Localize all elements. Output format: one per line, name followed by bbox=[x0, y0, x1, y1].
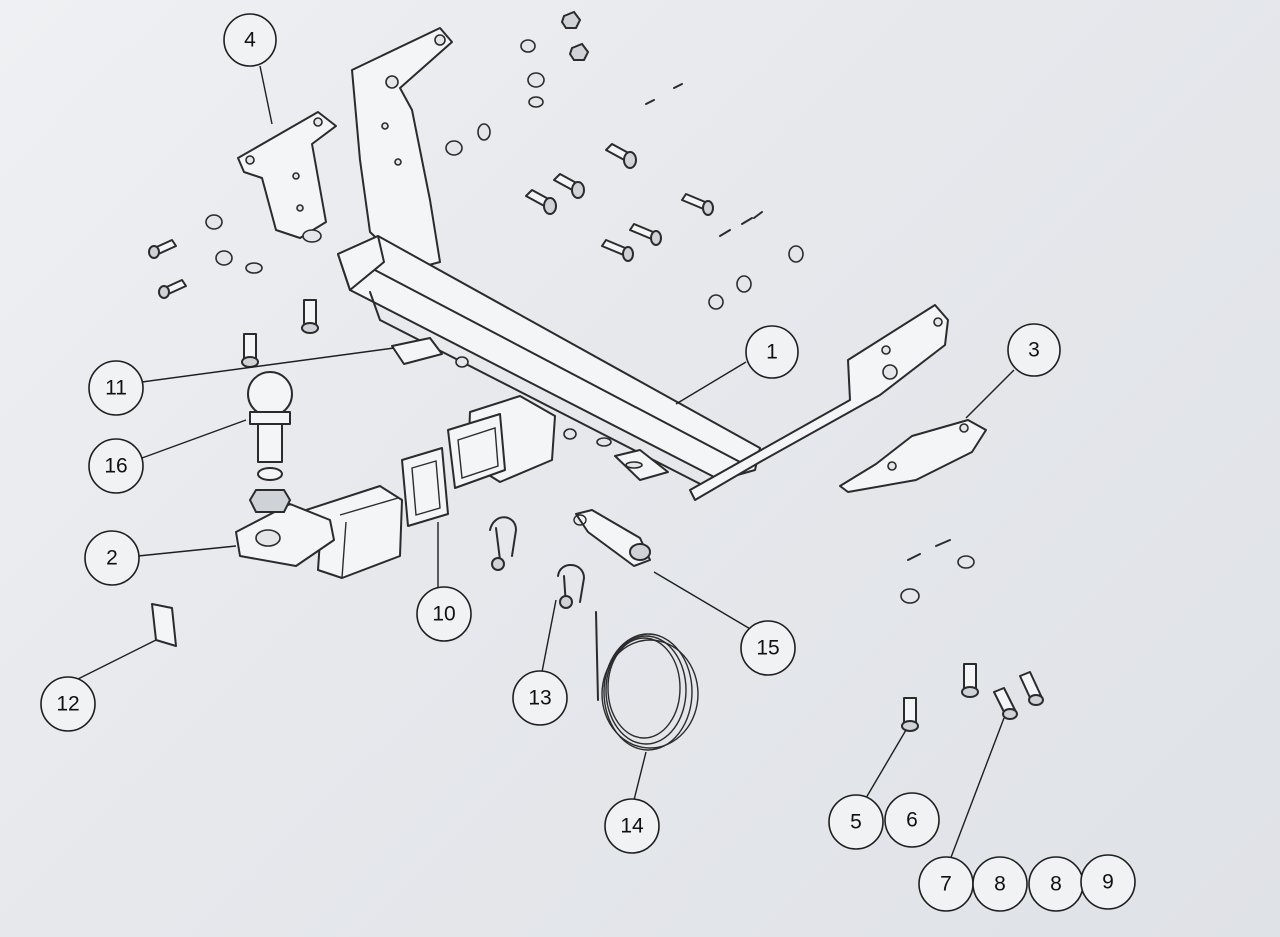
shackles bbox=[489, 516, 586, 609]
receiver-opening bbox=[457, 427, 499, 479]
callout-label: 11 bbox=[105, 377, 127, 400]
callout-label: 6 bbox=[906, 809, 918, 832]
callout-11: 11 bbox=[88, 360, 144, 416]
callout-12: 12 bbox=[40, 676, 96, 732]
tube-bottom-edge bbox=[369, 291, 713, 491]
bracket-hole bbox=[394, 158, 402, 166]
right-flat-bracket bbox=[839, 419, 987, 493]
callout-10: 10 bbox=[416, 586, 472, 642]
callout-13: 13 bbox=[512, 670, 568, 726]
coiled-cable bbox=[595, 611, 699, 751]
chain-slot bbox=[625, 461, 643, 469]
callout-1: 1 bbox=[745, 325, 799, 379]
callout-label: 2 bbox=[106, 547, 118, 570]
callout-label: 16 bbox=[104, 455, 127, 478]
callout-label: 10 bbox=[432, 603, 455, 626]
callout-15: 15 bbox=[740, 620, 796, 676]
bolt bbox=[1019, 671, 1044, 706]
callout-9: 9 bbox=[1080, 854, 1136, 910]
bracket-hole bbox=[434, 34, 446, 46]
callout-label: 5 bbox=[850, 811, 862, 834]
bolt bbox=[158, 279, 187, 299]
receiver-mouth bbox=[447, 413, 506, 489]
bolt bbox=[901, 697, 919, 732]
callout-4: 4 bbox=[223, 13, 277, 67]
callout-label: 13 bbox=[528, 687, 551, 710]
tube-end-cap bbox=[337, 235, 385, 291]
bolt bbox=[601, 239, 634, 262]
callout-label: 9 bbox=[1102, 871, 1114, 894]
callout-label: 3 bbox=[1028, 339, 1040, 362]
bolt bbox=[605, 143, 637, 169]
callout-16: 16 bbox=[88, 438, 144, 494]
tube-hole bbox=[596, 437, 612, 447]
left-upper-bracket bbox=[237, 111, 337, 243]
bolt bbox=[993, 687, 1018, 720]
bracket-hole bbox=[881, 345, 891, 355]
callout-label: 8 bbox=[1050, 873, 1062, 896]
bolt bbox=[961, 663, 979, 698]
fasteners bbox=[148, 10, 1044, 732]
label-card bbox=[151, 603, 177, 647]
hitch-pin bbox=[573, 509, 651, 567]
bolt bbox=[301, 299, 319, 334]
callout-7: 7 bbox=[918, 856, 974, 912]
bolt bbox=[629, 223, 662, 246]
callout-label: 12 bbox=[56, 693, 79, 716]
left-mount-bracket bbox=[351, 27, 453, 271]
callout-label: 4 bbox=[244, 29, 256, 52]
callout-label: 14 bbox=[620, 815, 644, 838]
bolt bbox=[525, 189, 557, 215]
bolt bbox=[148, 239, 177, 259]
callout-8-second: 8 bbox=[1028, 856, 1084, 912]
callout-label: 8 bbox=[994, 873, 1006, 896]
leader-lines bbox=[75, 65, 1015, 861]
bracket-hole bbox=[933, 317, 943, 327]
bracket-hole bbox=[882, 364, 898, 380]
receiver-collar bbox=[401, 447, 449, 527]
tube-hole bbox=[563, 428, 577, 440]
callout-2: 2 bbox=[84, 530, 140, 586]
tow-ball bbox=[247, 371, 293, 513]
callout-3: 3 bbox=[1007, 323, 1061, 377]
callout-5: 5 bbox=[828, 794, 884, 850]
callout-label: 15 bbox=[756, 637, 779, 660]
callout-6: 6 bbox=[884, 792, 940, 848]
bolt bbox=[241, 333, 259, 368]
callout-label: 1 bbox=[766, 341, 778, 364]
bracket-hole bbox=[385, 75, 399, 89]
bolt bbox=[553, 173, 585, 199]
bracket-hole bbox=[381, 122, 389, 130]
bolt bbox=[681, 193, 714, 216]
callout-8-first: 8 bbox=[972, 856, 1028, 912]
crossbar-assembly bbox=[337, 27, 949, 501]
tube-edge bbox=[351, 257, 741, 463]
ball-mount bbox=[235, 485, 403, 579]
spacer-plate bbox=[391, 337, 443, 365]
callout-14: 14 bbox=[604, 798, 660, 854]
callout-label: 7 bbox=[940, 873, 952, 896]
